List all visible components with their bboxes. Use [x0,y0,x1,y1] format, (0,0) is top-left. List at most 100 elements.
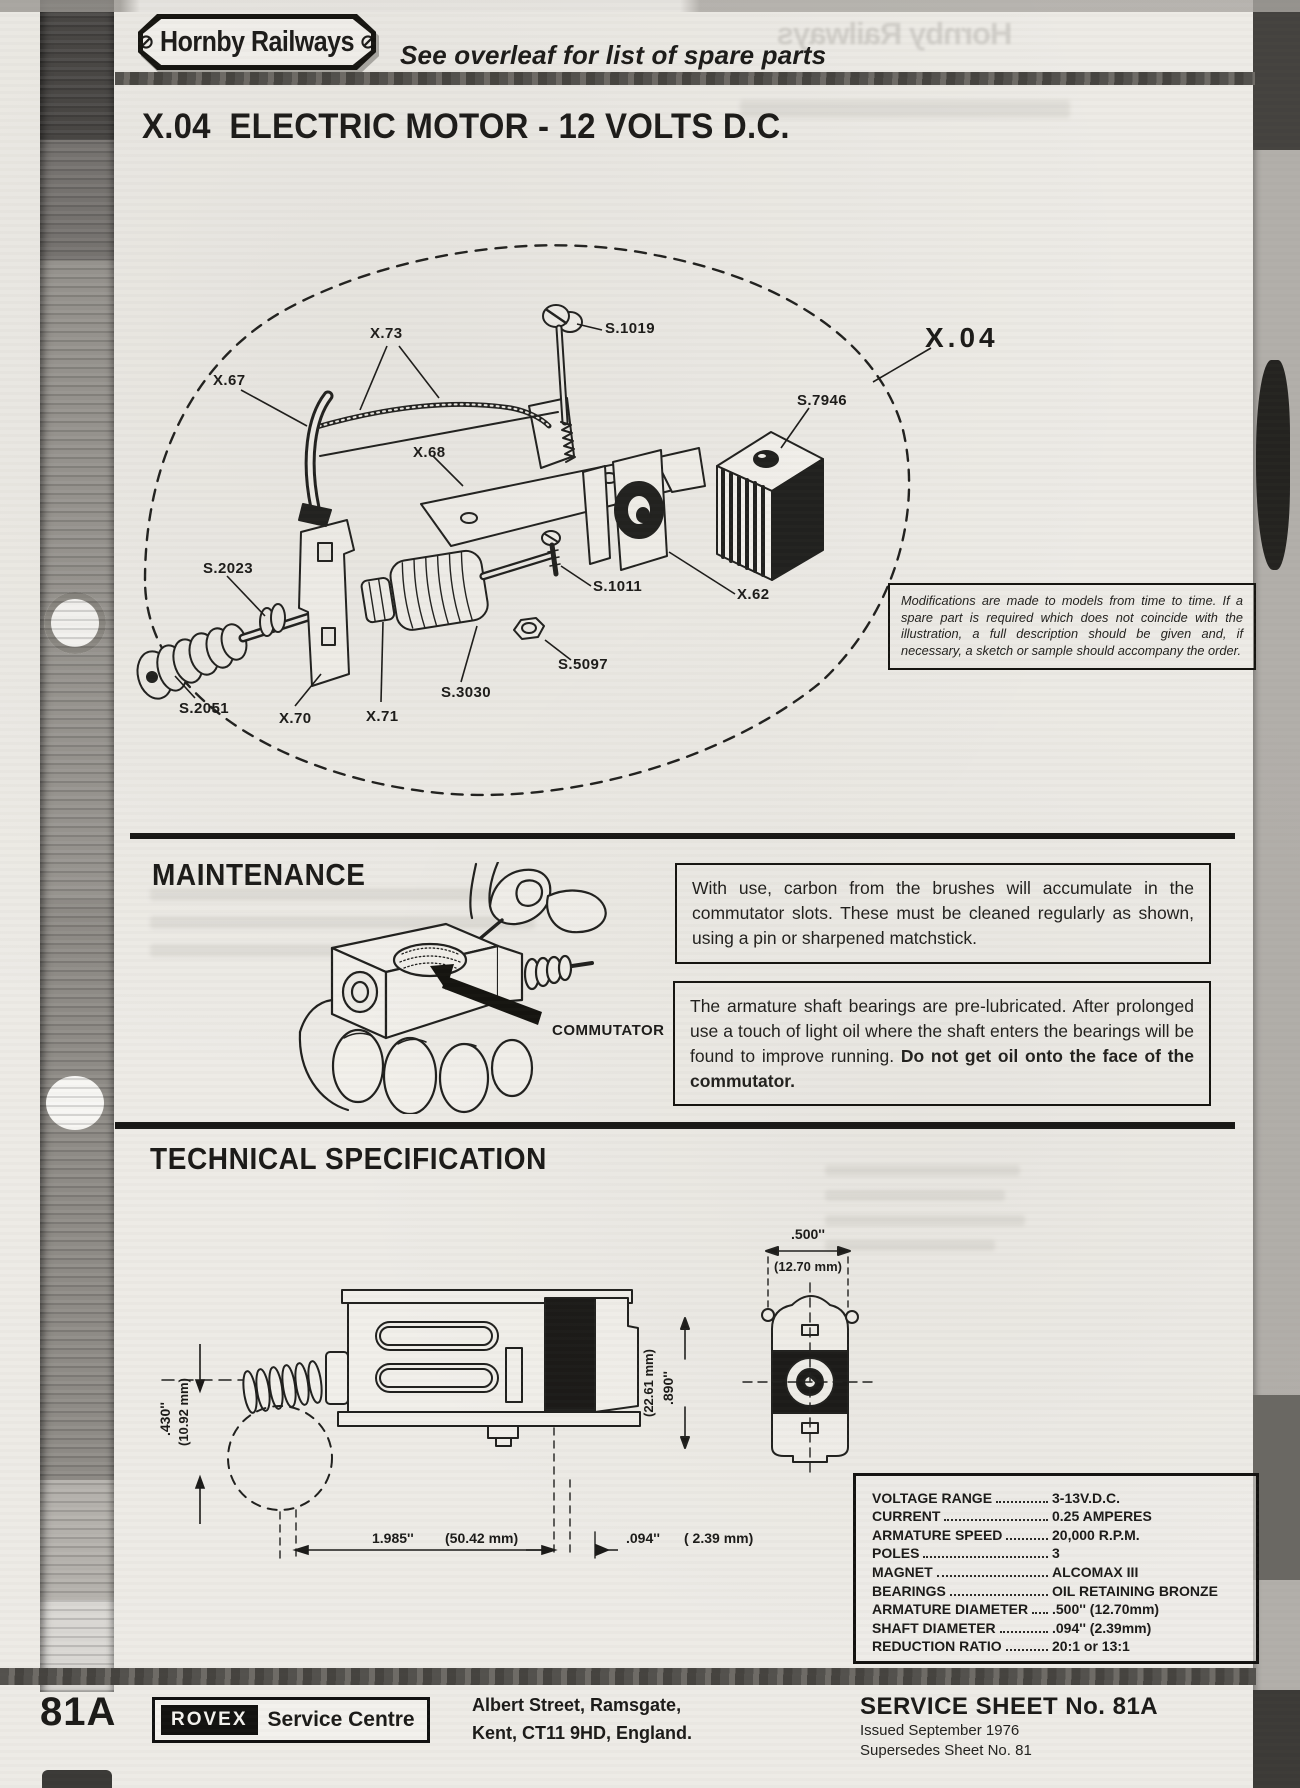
commutator-arrow-icon [430,964,542,1025]
spec-label: MAGNET [872,1563,933,1580]
dotted-leader [923,1556,1048,1559]
part-label-x67: X.67 [213,372,246,389]
spec-value: 0.25 AMPERES [1052,1508,1152,1525]
scan-blotch [1253,1395,1300,1580]
spec-value: 20,000 R.P.M. [1052,1526,1140,1543]
bleed-through-smudge [740,100,1070,118]
dotted-leader [1006,1537,1048,1540]
maintenance-illustration [298,862,607,1114]
dim-width-mm: (12.70 mm) [774,1259,842,1274]
footer-band [0,1668,1256,1685]
rovex-service-centre-logo: ROVEX Service Centre [152,1697,430,1743]
spec-table: VOLTAGE RANGE 3-13V.D.C. CURRENT 0.25 AMPE… [853,1473,1259,1665]
part-label-x73: X.73 [370,325,403,342]
screw-icon: ⊘ [138,31,155,53]
footer-address: Albert Street, Ramsgate, Kent, CT11 9HD,… [472,1692,692,1748]
maintenance-heading: MAINTENANCE [152,858,366,892]
maintenance-note-2: The armature shaft bearings are pre-lubr… [673,981,1211,1107]
overleaf-note: See overleaf for list of spare parts [400,40,827,70]
bleed-through-smudge [825,1215,1025,1226]
spec-label: BEARINGS [872,1582,946,1599]
dim-motor-height-in: .430'' [157,1402,173,1436]
scan-blotch [42,1770,112,1788]
bleed-through-smudge [150,888,520,901]
spec-label: REDUCTION RATIO [872,1638,1002,1655]
spec-row: SHAFT DIAMETER .094'' (2.39mm) [872,1617,1244,1636]
spec-row: MAGNET ALCOMAX III [872,1561,1244,1580]
spec-label: ARMATURE DIAMETER [872,1601,1029,1618]
spec-row: CURRENT 0.25 AMPERES [872,1506,1244,1525]
dotted-leader [936,1574,1048,1577]
section-divider [115,1122,1235,1129]
service-sheet-info: SERVICE SHEET No. 81A Issued September 1… [860,1693,1158,1762]
supersedes-line: Supersedes Sheet No. 81 [860,1742,1032,1760]
part-label-x71: X.71 [366,708,399,725]
part-label-s3030: S.3030 [441,684,491,701]
scan-edge-left [40,0,114,1692]
punch-hole [44,592,106,654]
part-label-s7946: S.7946 [797,392,847,409]
part-label-x70: X.70 [279,710,312,727]
dim-motor-height-mm: (10.92 mm) [176,1378,191,1446]
issued-line: Issued September 1976 [860,1722,1020,1739]
spec-value: 20:1 or 13:1 [1052,1638,1130,1655]
part-label-s5097: S.5097 [558,656,608,673]
scan-blotch [1253,0,1300,150]
spec-row: POLES 3 [872,1543,1244,1562]
spec-value: 3 [1052,1545,1060,1562]
maintenance-note-2-text: The armature shaft bearings are pre-lubr… [690,996,1194,1066]
part-label-x62: X.62 [737,586,770,603]
service-sheet-title: SERVICE SHEET No. 81A [860,1693,1159,1720]
spec-label: POLES [872,1545,920,1562]
dim-height-mm: (22.61 mm) [641,1349,656,1417]
spec-label: VOLTAGE RANGE [872,1489,993,1506]
commutator-label: COMMUTATOR [552,1022,665,1039]
spec-value: ALCOMAX III [1052,1563,1139,1580]
brand-name: Hornby Railways [160,25,354,58]
scan-blotch [1256,360,1290,570]
spec-label: SHAFT DIAMETER [872,1619,996,1636]
part-label-s1011: S.1011 [593,578,643,595]
exploded-diagram: X.73 S.1019 X.67 X.68 S.7946 X.04 S.2023… [115,160,1255,850]
section-divider [130,833,1235,839]
spec-value: 3-13V.D.C. [1052,1489,1120,1506]
part-label-x68: X.68 [413,444,446,461]
dotted-leader [999,1630,1048,1633]
page-title: X.04 ELECTRIC MOTOR - 12 VOLTS D.C. [142,106,790,146]
punch-hole [46,1076,104,1130]
scan-edge-top [0,0,1300,12]
spec-row: VOLTAGE RANGE 3-13V.D.C. [872,1487,1244,1506]
dim-width-in: .500'' [791,1226,825,1242]
spec-row: ARMATURE DIAMETER .500'' (12.70mm) [872,1599,1244,1618]
scan-blotch [1253,1690,1300,1788]
bleed-through-smudge [825,1165,1020,1176]
dotted-leader [944,1519,1048,1522]
end-view-drawing: .500'' (12.70 mm) .890'' (22.61 mm) [641,1226,878,1478]
spec-row: BEARINGS OIL RETAINING BRONZE [872,1580,1244,1599]
dim-shaft-mm: ( 2.39 mm) [684,1530,753,1546]
header-band [115,72,1255,85]
dim-length-mm: (50.42 mm) [445,1530,518,1546]
address-line-1: Albert Street, Ramsgate, [472,1695,682,1715]
model-label-x04: X.04 [925,322,999,353]
dim-height-in: .890'' [660,1371,676,1405]
spec-value: .500'' (12.70mm) [1052,1601,1160,1618]
brand-badge: ⊘ Hornby Railways ⊘ [138,14,376,70]
scan-edge-right [1253,0,1300,1788]
spec-value: OIL RETAINING BRONZE [1052,1582,1218,1599]
spec-label: CURRENT [872,1508,941,1525]
exploded-diagram-illustration [136,244,932,797]
bleed-through-smudge [825,1190,1005,1201]
dotted-leader [1005,1649,1048,1652]
service-centre-label: Service Centre [267,1708,415,1731]
spec-value: .094'' (2.39mm) [1052,1619,1152,1636]
screw-icon: ⊘ [359,31,376,53]
side-view-drawing: .430'' (10.92 mm) 1.985'' (50.42 mm) .09… [157,1289,753,1559]
maintenance-note-2-bold: Do not get oil onto the face of the comm… [690,1045,1194,1091]
rovex-badge: ROVEX [161,1705,258,1735]
part-label-s1019: S.1019 [605,320,655,337]
part-label-s2051: S.2051 [179,700,229,717]
dotted-leader [949,1593,1048,1596]
